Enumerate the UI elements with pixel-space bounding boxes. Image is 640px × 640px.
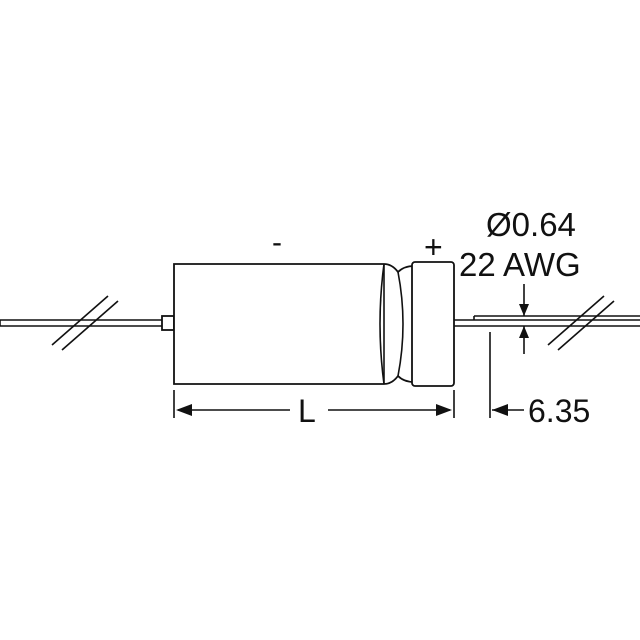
length-arrow-right bbox=[436, 404, 452, 416]
body-length-label: L bbox=[298, 393, 316, 429]
right-break-marks bbox=[547, 295, 615, 351]
lead-diameter-dimension bbox=[519, 284, 529, 354]
offset-arrow bbox=[492, 404, 508, 416]
positive-end-band bbox=[411, 261, 455, 387]
left-lead bbox=[0, 319, 162, 327]
body-length-dimension bbox=[173, 390, 455, 418]
negative-polarity-label: - bbox=[272, 226, 282, 259]
lead-offset-dimension bbox=[489, 332, 524, 418]
lead-offset-label: 6.35 bbox=[528, 393, 590, 429]
length-arrow-left bbox=[176, 404, 192, 416]
diameter-arrow-top bbox=[519, 304, 529, 316]
lead-gauge-label: 22 AWG bbox=[459, 246, 581, 283]
right-lead bbox=[454, 315, 640, 327]
left-break-marks bbox=[51, 295, 119, 351]
positive-polarity-label: + bbox=[424, 229, 443, 265]
lead-diameter-label: Ø0.64 bbox=[486, 206, 576, 243]
capacitor-body bbox=[173, 261, 455, 387]
negative-end-stub bbox=[161, 315, 175, 331]
diameter-arrow-bottom bbox=[519, 326, 529, 338]
